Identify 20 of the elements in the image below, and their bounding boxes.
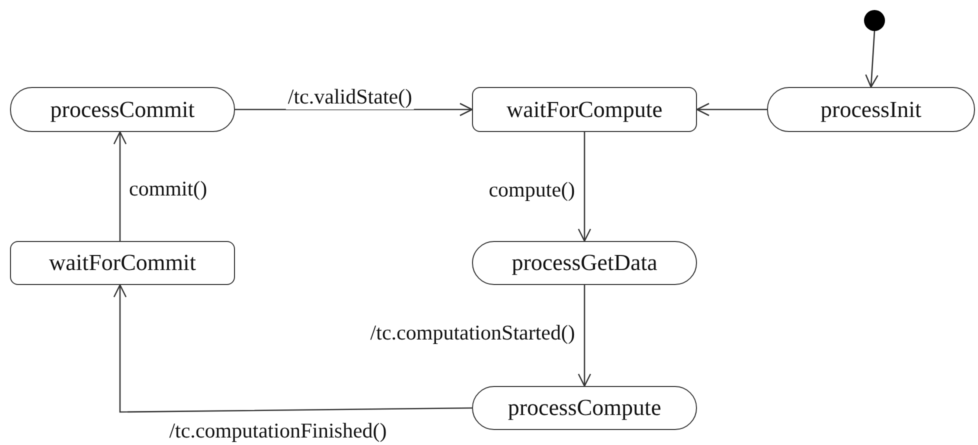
state-name: processCompute [508, 395, 662, 421]
transition-arrow [578, 132, 592, 242]
transition-arrow [696, 102, 767, 116]
state-box [10, 241, 235, 285]
transition-arrow [113, 284, 472, 413]
state-name: waitForCompute [506, 96, 662, 122]
initial-state-dot [864, 10, 885, 31]
state-name: processCommit [50, 96, 195, 122]
state-box [472, 241, 697, 285]
state-box [472, 386, 697, 430]
state-box [10, 87, 235, 132]
transition-arrow [113, 131, 127, 241]
state-name: processGetData [512, 250, 658, 276]
transition-arrow [235, 102, 473, 116]
transition-arrow [865, 30, 878, 88]
state-box [472, 87, 697, 132]
state-name: waitForCommit [49, 250, 196, 276]
state-name: processInit [820, 96, 922, 122]
transition-arrow [578, 285, 592, 387]
state-box [767, 87, 975, 132]
